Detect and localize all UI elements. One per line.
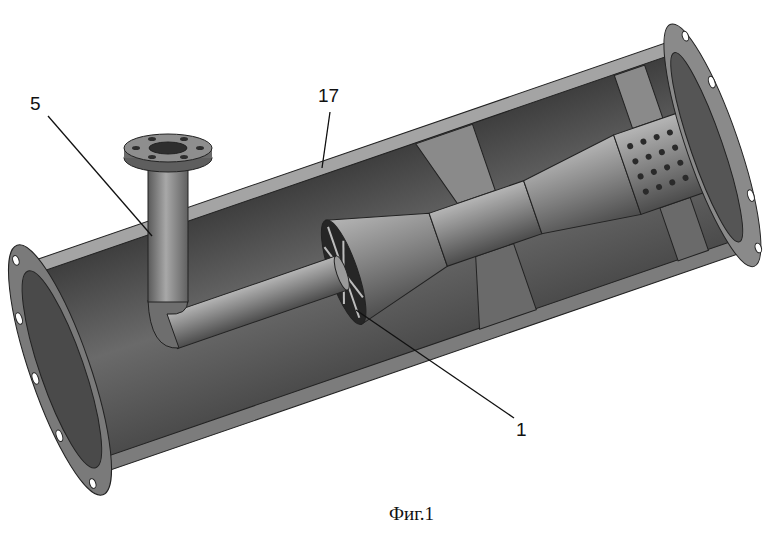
leader-line <box>322 112 330 168</box>
figure-caption: Фиг.1 <box>389 504 434 523</box>
support-fin <box>614 65 662 128</box>
nozzle-tip <box>331 254 352 291</box>
callout-number: 5 <box>30 94 41 113</box>
branch-pipe <box>124 134 212 348</box>
outlet-flange <box>646 16 779 275</box>
outlet-bore <box>659 48 754 248</box>
throat-tube <box>429 181 542 267</box>
leader-line <box>356 310 514 418</box>
nozzle-tube <box>166 256 348 349</box>
perforation-holes <box>626 129 689 196</box>
inlet-flange <box>0 235 131 504</box>
bolt-holes <box>0 255 97 496</box>
callout-number: 17 <box>318 86 339 105</box>
bolt-holes <box>681 27 772 253</box>
pipe-interior <box>27 54 735 464</box>
inlet-bore <box>7 264 116 475</box>
support-fin <box>660 197 708 260</box>
leader-line <box>48 116 152 236</box>
callout-number: 1 <box>516 420 527 439</box>
